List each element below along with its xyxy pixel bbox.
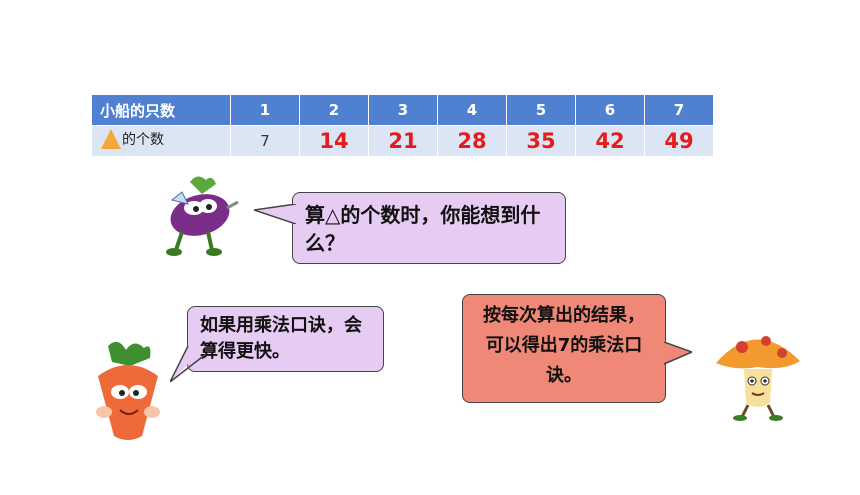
- header-cell-2: 2: [299, 94, 369, 126]
- header-cell-5: 5: [506, 94, 576, 126]
- header-cell-7: 7: [644, 94, 714, 126]
- mushroom-bubble-tail: [664, 342, 692, 365]
- carrot-bubble-tail: [170, 346, 206, 382]
- answer-cell-4: 28: [437, 125, 507, 157]
- boat-triangle-table: 小船的只数 1 2 3 4 5 6 7 的个数 7 14 21 28 35 42…: [91, 94, 714, 157]
- header-cell-3: 3: [368, 94, 438, 126]
- mushroom-character: [716, 336, 800, 421]
- body-label: 的个数: [91, 125, 231, 157]
- header-cell-6: 6: [575, 94, 645, 126]
- header-cell-1: 1: [230, 94, 300, 126]
- body-cell-1: 7: [230, 125, 300, 157]
- eggplant-speech-bubble: 算△的个数时，你能想到什么？: [292, 192, 566, 264]
- answer-cell-2: 14: [299, 125, 369, 157]
- table-body-row: 的个数 7 14 21 28 35 42 49: [91, 125, 714, 157]
- triangle-label: 的个数: [100, 128, 164, 150]
- mushroom-speech-bubble: 按每次算出的结果，可以得出7的乘法口诀。: [462, 294, 666, 403]
- header-label: 小船的只数: [91, 94, 231, 126]
- answer-cell-3: 21: [368, 125, 438, 157]
- table-header-row: 小船的只数 1 2 3 4 5 6 7: [91, 94, 714, 126]
- body-label-text: 的个数: [122, 132, 164, 148]
- carrot-character: [96, 341, 160, 440]
- triangle-icon: [101, 129, 121, 149]
- answer-cell-6: 42: [575, 125, 645, 157]
- answer-cell-7: 49: [644, 125, 714, 157]
- eggplant-character: [166, 176, 239, 256]
- header-cell-4: 4: [437, 94, 507, 126]
- eggplant-bubble-tail: [254, 204, 296, 224]
- answer-cell-5: 35: [506, 125, 576, 157]
- carrot-speech-bubble: 如果用乘法口诀，会算得更快。: [187, 306, 384, 372]
